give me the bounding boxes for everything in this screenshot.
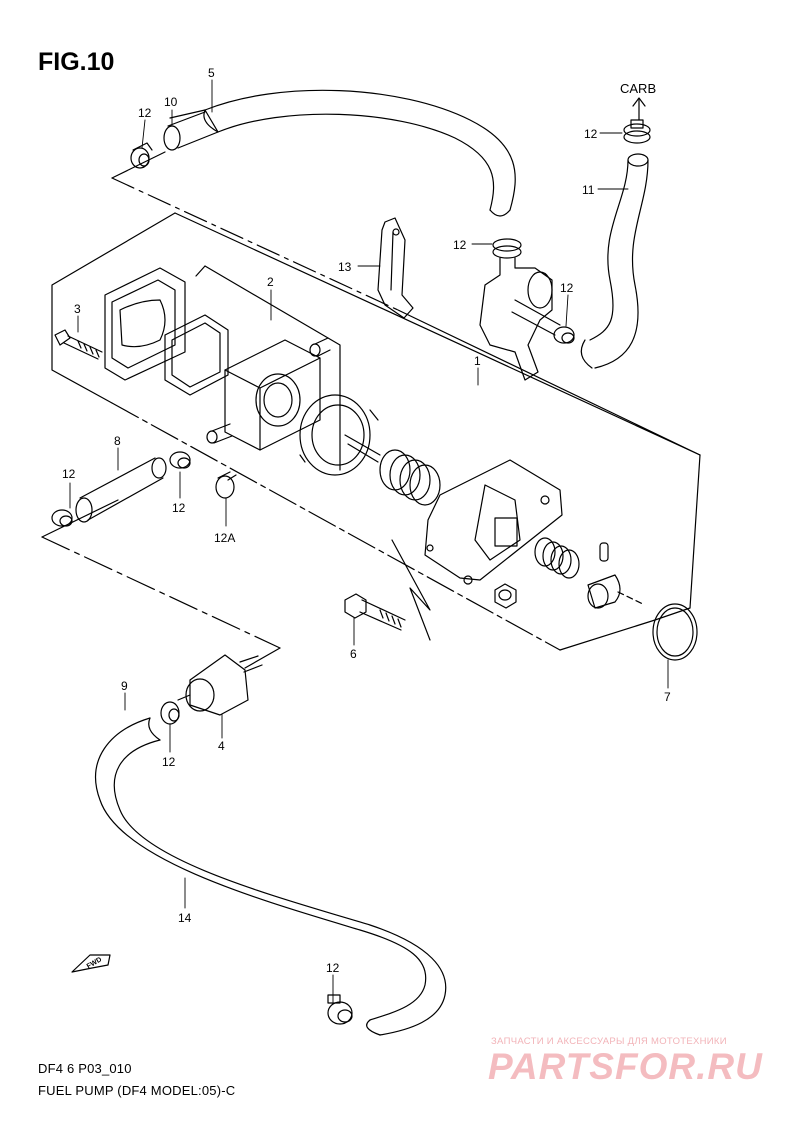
bolt-3 (54, 329, 103, 360)
clamp-12-filter (160, 701, 180, 725)
assembly-outline-lower (41, 499, 281, 669)
leader-lines (69, 79, 669, 1003)
callout-11: 11 (582, 183, 595, 197)
diaphragm (299, 394, 381, 476)
callout-5: 5 (208, 66, 215, 80)
callout-4: 4 (218, 739, 225, 753)
gasket (164, 314, 229, 396)
clamp-12-top-left (130, 142, 153, 169)
clip-12a (215, 471, 237, 499)
watermark-tagline: ЗАПЧАСТИ И АКСЕССУАРЫ ДЛЯ МОТОТЕХНИКИ (491, 1036, 727, 1047)
figure-description: FUEL PUMP (DF4 MODEL:05)-C (38, 1083, 236, 1098)
fwd-arrow-icon (71, 954, 111, 973)
bolt-6 (344, 593, 406, 631)
carb-label: CARB (620, 81, 656, 96)
callout-12-carb: 12 (584, 127, 598, 141)
spring-large (379, 449, 441, 506)
callout-6: 6 (350, 647, 357, 661)
clamp-12-right (553, 326, 575, 344)
bracket-13 (377, 217, 414, 319)
clamp-12-carb (623, 119, 651, 144)
callout-12-hose8-right: 12 (172, 501, 186, 515)
zigzag-leader (391, 539, 431, 641)
nut (494, 583, 517, 609)
assembly-outline-upper (51, 151, 701, 651)
callout-12-cock: 12 (453, 238, 467, 252)
drawing-code: DF4 6 P03_010 (38, 1061, 132, 1076)
callout-3: 3 (74, 302, 81, 316)
callout-14: 14 (178, 911, 192, 925)
hose-5 (203, 89, 516, 217)
clamp-12-bottom (327, 994, 353, 1025)
fig-title: FIG.10 (38, 48, 115, 76)
callout-8: 8 (114, 434, 121, 448)
callout-12-top-left: 12 (138, 106, 152, 120)
fuel-cock (479, 238, 561, 381)
callout-12a: 12A (214, 531, 235, 545)
diaphragm-plate (104, 267, 186, 381)
o-ring-7 (652, 603, 698, 661)
plug-leader (617, 591, 646, 606)
callout-9: 9 (121, 679, 128, 693)
hose-11 (580, 153, 649, 369)
callout-13: 13 (338, 260, 352, 274)
pump-cover (424, 459, 563, 585)
callout-2: 2 (267, 275, 274, 289)
hose-14 (95, 717, 447, 1036)
hose-8 (75, 457, 167, 523)
callout-10: 10 (164, 95, 178, 109)
watermark-brand: PARTSFOR.RU (488, 1046, 763, 1087)
spring-small (534, 537, 580, 579)
callout-1: 1 (474, 354, 481, 368)
fuel-filter-4 (177, 654, 263, 716)
pin (599, 542, 609, 562)
hose-10 (163, 109, 219, 151)
callout-7: 7 (664, 690, 671, 704)
clamp-12-hose8-left (51, 509, 73, 527)
valve-plug (587, 574, 621, 609)
clamp-12-hose8-right (169, 451, 191, 469)
assembly-outline-inner (195, 265, 341, 471)
callout-12-bottom: 12 (326, 961, 340, 975)
callout-12-hose8-left: 12 (62, 467, 76, 481)
pump-body (206, 337, 331, 451)
callout-12-right: 12 (560, 281, 574, 295)
callout-12-filter: 12 (162, 755, 176, 769)
